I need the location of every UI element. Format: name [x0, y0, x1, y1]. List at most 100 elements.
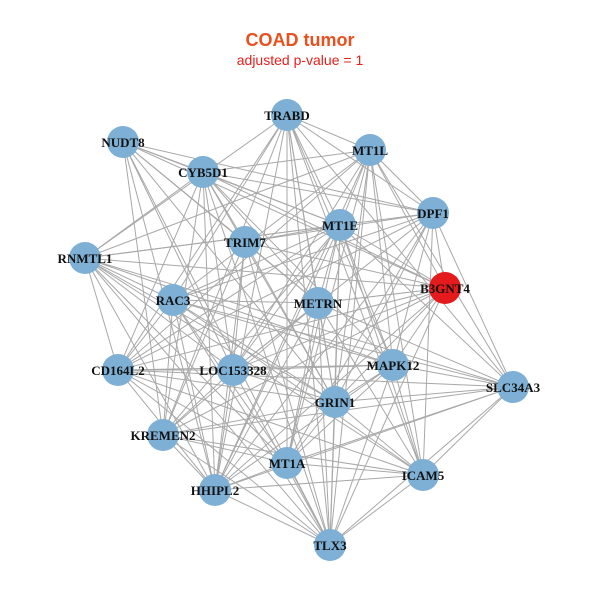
edge-trabd-mt1e [286, 114, 341, 226]
node-circle [217, 354, 249, 386]
node-circle [407, 459, 439, 491]
edge-rnmtl1-rac3 [84, 257, 174, 301]
node-mt1l: MT1L [352, 134, 388, 166]
edge-dpf1-cd164l2 [117, 212, 434, 371]
edge-mt1l-loc153328 [232, 149, 371, 371]
edge-cyb5d1-cd164l2 [117, 171, 204, 371]
edge-mt1e-kremen2 [162, 224, 341, 436]
node-loc153328: LOC153328 [199, 354, 267, 386]
edge-nudt8-loc153328 [122, 141, 234, 371]
edge-rnmtl1-mapk12 [84, 257, 394, 366]
node-kremen2: KREMEN2 [131, 419, 196, 451]
edge-cyb5d1-mapk12 [202, 171, 394, 366]
edge-mt1l-hhipl2 [214, 149, 371, 491]
node-circle [102, 354, 134, 386]
edge-b3gnt4-metrn [317, 287, 446, 304]
edge-mt1e-loc153328 [232, 224, 341, 371]
node-circle [497, 371, 529, 403]
edge-nudt8-hhipl2 [122, 141, 216, 491]
edge-mt1e-slc34a3 [339, 224, 514, 388]
edge-hhipl2-tlx3 [214, 489, 331, 546]
edge-rnmtl1-b3gnt4 [84, 257, 446, 289]
node-label: TLX3 [313, 538, 347, 553]
chart-subtitle: adjusted p-value = 1 [236, 52, 364, 68]
edge-mt1l-cyb5d1 [202, 149, 371, 173]
edge-layer [84, 114, 514, 546]
edge-mt1e-b3gnt4 [339, 224, 446, 289]
edge-grin1-kremen2 [162, 401, 336, 436]
edge-mt1e-cd164l2 [117, 224, 341, 371]
node-circle [377, 349, 409, 381]
edge-cyb5d1-loc153328 [202, 171, 234, 371]
edge-trim7-grin1 [244, 241, 336, 403]
edge-rnmtl1-hhipl2 [84, 257, 216, 491]
edge-loc153328-grin1 [232, 369, 336, 403]
node-label: MT1A [269, 456, 306, 471]
edge-trabd-kremen2 [162, 114, 288, 436]
edge-loc153328-hhipl2 [214, 369, 234, 491]
edge-cd164l2-grin1 [117, 369, 336, 403]
edge-nudt8-dpf1 [122, 141, 434, 214]
node-label: RNMTL1 [58, 251, 113, 266]
node-label: MAPK12 [367, 358, 420, 373]
edge-trim7-b3gnt4 [244, 241, 446, 289]
edge-mapk12-tlx3 [329, 364, 394, 546]
node-trabd: TRABD [264, 99, 310, 131]
node-tlx3: TLX3 [313, 529, 347, 561]
edge-b3gnt4-cd164l2 [117, 287, 446, 371]
edge-cyb5d1-hhipl2 [202, 171, 216, 491]
edge-slc34a3-icam5 [422, 386, 514, 476]
edge-mt1l-b3gnt4 [369, 149, 446, 289]
node-label: DPF1 [417, 206, 449, 221]
node-label: ICAM5 [402, 468, 445, 483]
node-icam5: ICAM5 [402, 459, 445, 491]
node-cyb5d1: CYB5D1 [178, 156, 228, 188]
node-circle [157, 284, 189, 316]
node-label: LOC153328 [199, 363, 267, 378]
edge-rnmtl1-slc34a3 [84, 257, 514, 388]
edge-mapk12-loc153328 [232, 364, 394, 371]
node-circle [324, 209, 356, 241]
edge-kremen2-mt1a [162, 434, 288, 464]
node-label: GRIN1 [315, 395, 355, 410]
node-circle [199, 474, 231, 506]
node-nudt8: NUDT8 [101, 126, 145, 158]
edge-trabd-slc34a3 [286, 114, 514, 388]
node-grin1: GRIN1 [315, 386, 355, 418]
node-label: CD164L2 [91, 363, 144, 378]
edge-dpf1-rac3 [172, 212, 434, 301]
edge-trabd-rnmtl1 [84, 114, 288, 259]
node-circle [417, 197, 449, 229]
edge-dpf1-mapk12 [392, 212, 434, 366]
edge-nudt8-grin1 [122, 141, 336, 403]
edge-grin1-tlx3 [329, 401, 336, 546]
edge-mapk12-slc34a3 [392, 364, 514, 388]
node-rac3: RAC3 [156, 284, 191, 316]
edge-metrn-slc34a3 [317, 302, 514, 388]
node-label: CYB5D1 [178, 165, 228, 180]
edge-b3gnt4-grin1 [334, 287, 446, 403]
edge-rac3-hhipl2 [172, 299, 216, 491]
edge-cyb5d1-mt1e [202, 171, 341, 226]
edge-rac3-grin1 [172, 299, 336, 403]
edge-metrn-grin1 [317, 302, 336, 403]
edge-rnmtl1-tlx3 [84, 257, 331, 546]
edge-trabd-rac3 [172, 114, 288, 301]
edge-mt1e-trim7 [244, 224, 341, 243]
node-label: METRN [294, 296, 343, 311]
edge-icam5-tlx3 [329, 474, 424, 546]
node-circle [354, 134, 386, 166]
edge-mt1l-cd164l2 [117, 149, 371, 371]
edge-rac3-icam5 [172, 299, 424, 476]
edge-metrn-hhipl2 [214, 302, 319, 491]
node-circle [271, 99, 303, 131]
node-label: TRABD [264, 108, 310, 123]
node-circle [314, 529, 346, 561]
node-b3gnt4: B3GNT4 [420, 272, 470, 304]
node-trim7: TRIM7 [224, 226, 266, 258]
edge-cd164l2-mt1a [117, 369, 288, 464]
edge-cyb5d1-rnmtl1 [84, 171, 204, 259]
edge-dpf1-icam5 [422, 212, 434, 476]
edge-mt1a-icam5 [286, 462, 424, 476]
